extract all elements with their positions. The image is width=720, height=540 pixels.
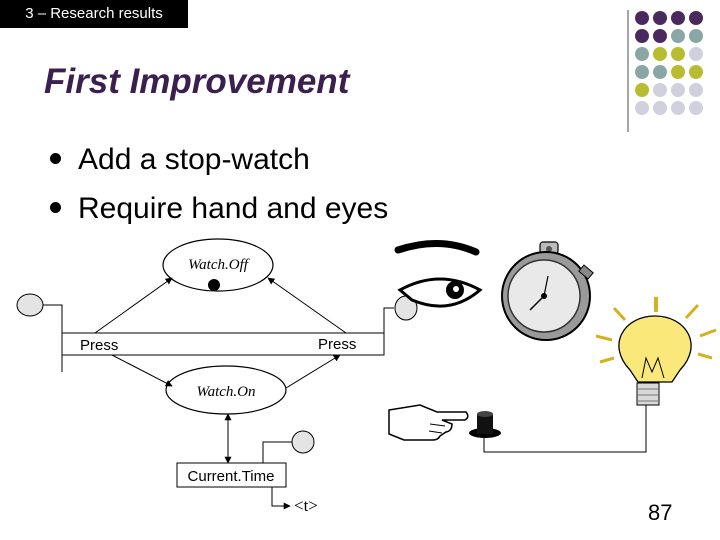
output-node [291,430,315,454]
decor-dot [689,101,703,115]
decor-dot [635,29,649,43]
bullet-item: Require hand and eyes [50,192,388,226]
decor-dot [635,101,649,115]
arrow-press-to-off [267,277,347,334]
decor-dot [653,101,667,115]
bullet-dot [50,201,61,213]
decor-dot [689,11,703,25]
stopwatch-icon [501,241,594,341]
decor-dot [653,29,667,43]
arrow-time-to-output [271,487,291,510]
current-time-box [176,462,287,488]
decor-dot [689,29,703,43]
page-number: 87 [648,500,673,525]
connector-right-input [383,307,394,333]
arrow-press-to-on [111,354,173,387]
slide-title: First Improvement [44,62,350,101]
hand-icon [388,404,469,441]
decor-dot [635,65,649,79]
decor-dot [635,47,649,61]
decor-dot [671,65,685,79]
output-symbol: <t> [294,496,318,515]
decor-dot [671,83,685,97]
decor-dot [653,47,667,61]
state-watch-off [162,238,274,292]
bullet-text: Require hand and eyes [78,192,389,225]
eye-icon [394,240,483,308]
initial-state-dot [208,279,220,291]
connector-time-output [262,441,292,463]
decorative-dot-grid [627,10,703,132]
decor-dot [653,83,667,97]
input-node-left [16,293,44,317]
state-watch-off-label: Watch.Off [188,257,250,273]
decor-dot [671,11,685,25]
connector-left-input [43,304,63,333]
decor-dot [689,65,703,79]
decor-dot [671,47,685,61]
press-bar [61,332,385,356]
bullet-item: Add a stop-watch [50,143,310,177]
arrow-off-to-press [94,277,173,334]
press-right-label: Press [318,336,356,353]
decor-dot [671,29,685,43]
decor-dot [671,101,685,115]
wire-to-bulb [483,405,647,453]
bullet-text: Add a stop-watch [78,143,310,176]
decor-dot [635,11,649,25]
button-icon [469,411,501,438]
bullet-dot [50,152,61,164]
decor-dot [653,11,667,25]
current-time-label: Current.Time [188,468,275,485]
state-watch-on-label: Watch.On [196,384,255,400]
decor-dot [689,47,703,61]
section-tag: 3 – Research results [0,0,188,28]
press-left-label: Press [80,337,118,354]
lightbulb-icon [595,297,717,406]
decor-dot [635,83,649,97]
decor-dot [689,83,703,97]
decor-dot [653,65,667,79]
arrow-on-to-press [285,354,341,389]
